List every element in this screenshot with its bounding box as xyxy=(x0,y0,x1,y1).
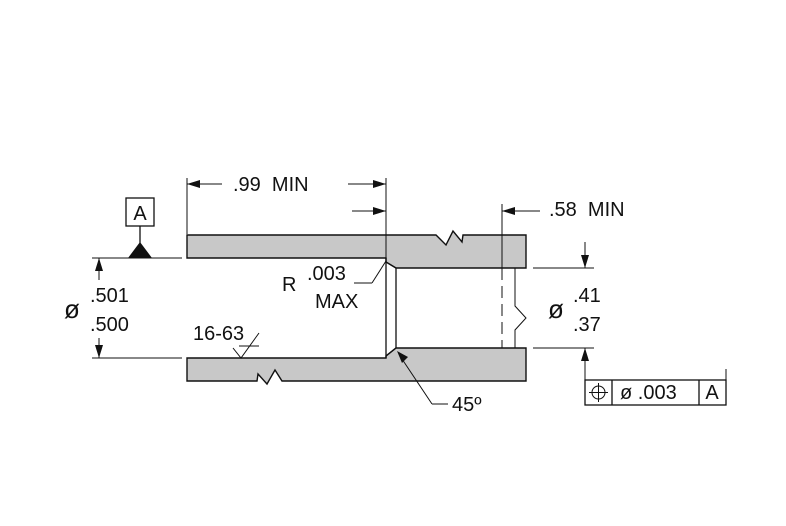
inner-diameter-dimension: ø .41 .37 xyxy=(533,242,601,405)
length-min-dimension: .99 MIN xyxy=(186,174,387,258)
bore-break-line xyxy=(502,267,527,349)
radius-value: .003 xyxy=(307,263,346,285)
inner-dia-upper: .41 xyxy=(573,285,601,307)
chamfer-angle: 45º xyxy=(452,394,482,416)
bore-length-dimension: .58 MIN xyxy=(352,199,625,268)
fcf-tolerance: ø .003 xyxy=(620,382,677,404)
surface-finish-note: 16-63 xyxy=(193,323,260,359)
surface-finish-label: 16-63 xyxy=(193,323,244,345)
length-min-label: .99 MIN xyxy=(233,174,309,196)
surface-finish-symbol xyxy=(232,332,260,359)
chamfer-edge-bottom xyxy=(385,347,397,357)
inner-dia-lower: .37 xyxy=(573,314,601,336)
feature-control-frame: ø .003 A xyxy=(584,369,727,406)
datum-feature-symbol: A xyxy=(125,197,155,258)
bore-length-label: .58 MIN xyxy=(549,199,625,221)
datum-letter: A xyxy=(133,203,147,225)
outer-dia-symbol: ø xyxy=(64,294,80,324)
chamfer-note: 45º xyxy=(397,351,482,416)
radius-prefix: R xyxy=(282,274,296,296)
datum-triangle xyxy=(128,242,152,258)
radius-qualifier: MAX xyxy=(315,291,358,313)
outer-dia-upper: .501 xyxy=(90,285,129,307)
outer-dia-lower: .500 xyxy=(90,314,129,336)
inner-dia-symbol: ø xyxy=(548,294,564,324)
outer-diameter-dimension: ø .501 .500 xyxy=(64,257,182,359)
top-wall xyxy=(186,229,527,269)
fcf-datum: A xyxy=(705,382,719,404)
chamfer-edge-top xyxy=(385,261,397,269)
position-icon xyxy=(589,383,608,402)
radius-note: R .003 MAX xyxy=(282,260,387,313)
